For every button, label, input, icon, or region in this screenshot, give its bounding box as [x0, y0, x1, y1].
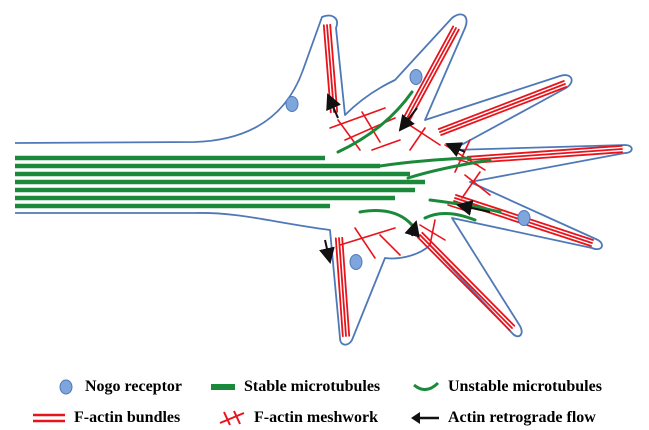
f-actin-meshwork-line	[355, 228, 375, 258]
f-actin-filament	[422, 233, 514, 326]
unstable-microtubule	[338, 92, 412, 152]
legend-f-actin-bundles: F-actin bundles	[32, 406, 180, 430]
f-actin-bundle	[439, 81, 566, 135]
green-bar-icon	[210, 380, 236, 394]
f-actin-filament	[420, 235, 512, 328]
membrane-outline	[15, 14, 632, 344]
legend-row-2: F-actin bundles F-actin meshwork Actin r…	[0, 406, 649, 430]
f-actin-meshwork-line	[465, 175, 490, 195]
f-actin-bundle	[418, 233, 515, 331]
legend-label: Nogo receptor	[85, 378, 182, 396]
legend-label: Unstable microtubules	[448, 378, 602, 396]
black-left-arrow-icon	[410, 411, 440, 425]
f-actin-meshwork-line	[380, 235, 400, 255]
green-curve-icon	[412, 379, 440, 395]
f-actin-filament	[439, 81, 564, 129]
nogo-receptor-icon	[350, 255, 362, 270]
f-actin-meshwork-line	[430, 220, 435, 245]
legend-label: Stable microtubules	[244, 378, 380, 396]
unstable-microtubule	[360, 211, 412, 225]
legend-unstable-microtubules: Unstable microtubules	[412, 375, 602, 399]
red-double-line-icon	[32, 411, 66, 425]
legend-nogo-receptor: Nogo receptor	[55, 375, 182, 399]
f-actin-meshwork-line	[405, 122, 440, 145]
f-actin-meshwork-line	[410, 128, 425, 150]
nogo-receptor-icon	[286, 97, 298, 112]
red-crossed-lines-icon	[218, 409, 246, 427]
legend-label: F-actin meshwork	[254, 409, 378, 427]
retrograde-flow-arrow	[325, 240, 330, 262]
stable-microtubules-group	[15, 158, 425, 206]
f-actin-filament	[418, 237, 510, 330]
legend-stable-microtubules: Stable microtubules	[210, 375, 380, 399]
legend-label: Actin retrograde flow	[448, 409, 596, 427]
nogo-receptor-icon	[518, 211, 530, 226]
blue-ellipse-icon	[55, 376, 77, 398]
nogo-receptor-icon	[410, 70, 422, 85]
f-actin-meshwork-line	[330, 108, 385, 128]
legend-label: F-actin bundles	[74, 409, 180, 427]
legend-row-1: Nogo receptor Stable microtubules Unstab…	[0, 375, 649, 399]
growth-cone-membrane	[15, 14, 632, 344]
legend-actin-retrograde-flow: Actin retrograde flow	[410, 406, 596, 430]
f-actin-meshwork-line	[372, 140, 400, 150]
legend-f-actin-meshwork: F-actin meshwork	[218, 406, 378, 430]
growth-cone-diagram	[0, 0, 649, 360]
unstable-microtubule	[425, 213, 475, 220]
f-actin-filament	[440, 84, 565, 132]
